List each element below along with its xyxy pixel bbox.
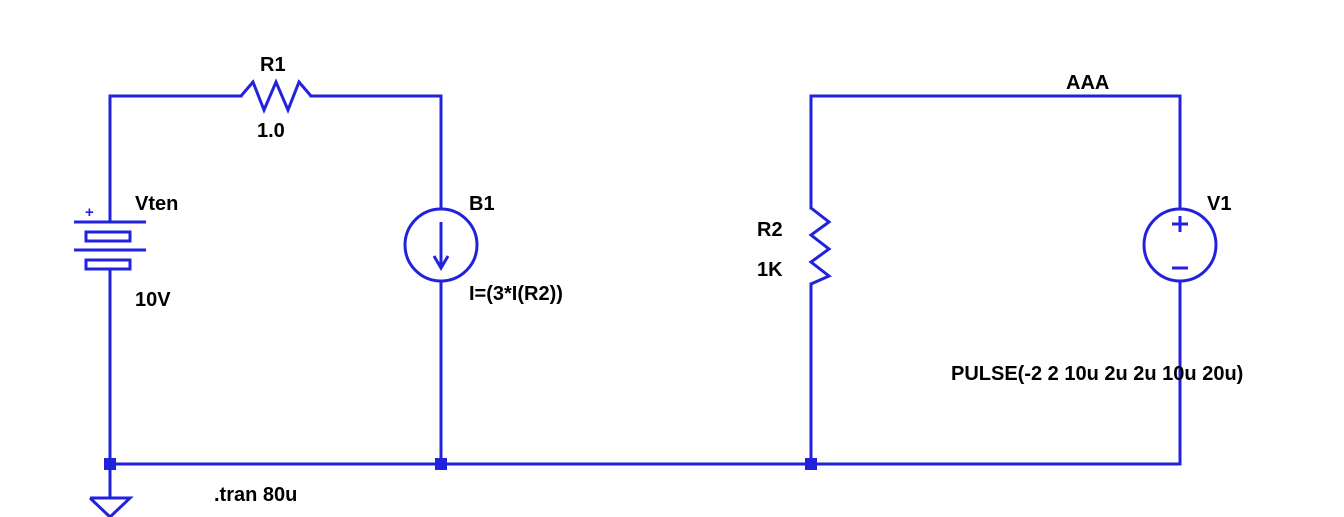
r2-name-label[interactable]: R2 [757, 219, 783, 241]
vten-value-label[interactable]: 10V [135, 289, 171, 311]
b1-name-label[interactable]: B1 [469, 193, 495, 215]
wire-top-left[interactable] [108, 94, 243, 207]
junction-dot [805, 458, 817, 470]
junction-dot [104, 458, 116, 470]
b1-value-label[interactable]: I=(3*I(R2)) [469, 283, 563, 305]
battery-plus-sign: + [85, 204, 94, 221]
wire-top-middle[interactable] [309, 94, 443, 210]
vten-name-label[interactable]: Vten [135, 193, 178, 215]
wires [108, 94, 1182, 500]
net-label-aaa[interactable]: AAA [1066, 72, 1109, 94]
r2-value-label[interactable]: 1K [757, 259, 783, 281]
voltage-source-v1[interactable] [1142, 207, 1218, 283]
junction-dot [435, 458, 447, 470]
v1-value-label[interactable]: PULSE(-2 2 10u 2u 2u 10u 20u) [951, 363, 1243, 385]
resistor-r2[interactable] [808, 206, 832, 286]
ground-icon[interactable] [88, 496, 134, 517]
battery-vten[interactable]: + [74, 203, 146, 271]
r1-name-label[interactable]: R1 [260, 54, 286, 76]
spice-directive[interactable]: .tran 80u [214, 484, 297, 506]
r1-value-label[interactable]: 1.0 [257, 120, 285, 142]
current-source-b1[interactable] [403, 207, 479, 283]
wire-r2-top[interactable] [809, 94, 1182, 210]
v1-name-label[interactable]: V1 [1207, 193, 1231, 215]
resistor-r1[interactable] [239, 78, 313, 114]
